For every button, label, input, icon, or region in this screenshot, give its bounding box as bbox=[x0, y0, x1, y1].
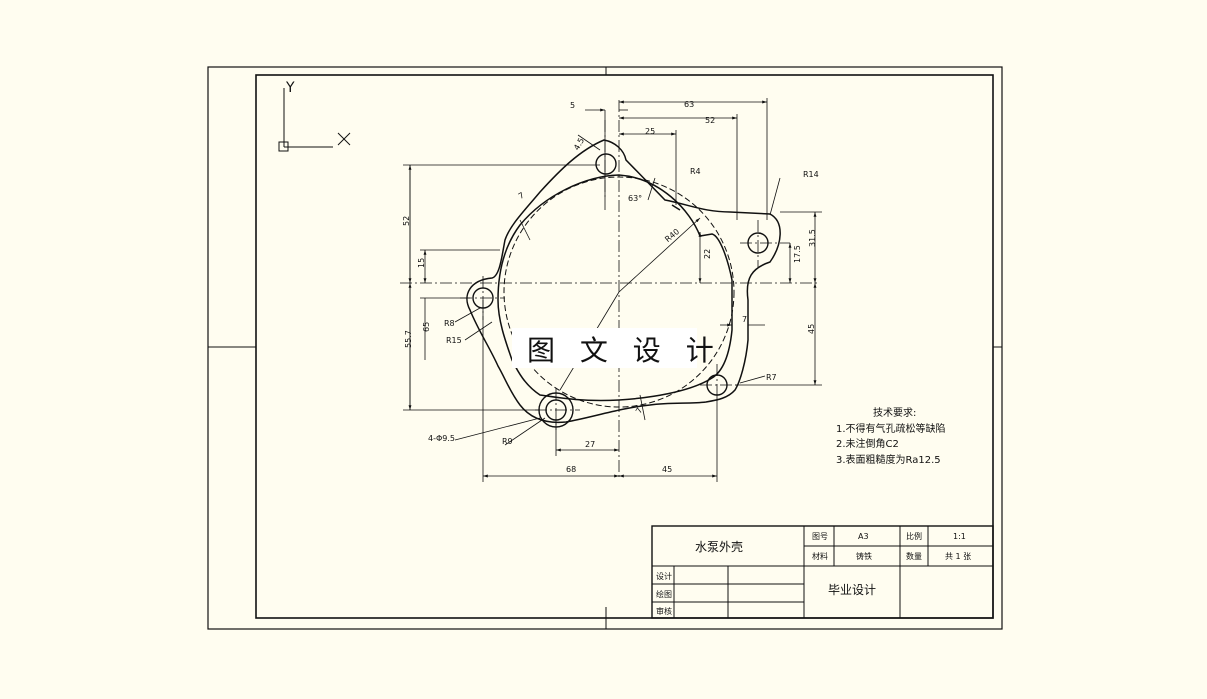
check-label: 审核 bbox=[656, 606, 672, 616]
scale-value: 1:1 bbox=[953, 532, 966, 541]
project-name: 毕业设计 bbox=[828, 583, 876, 597]
dim-52-top: 52 bbox=[705, 116, 715, 125]
center-lines bbox=[400, 100, 820, 480]
dim-r40: R40 bbox=[663, 227, 681, 244]
dim-4-5: 4.5 bbox=[572, 136, 586, 152]
dim-52-left: 52 bbox=[402, 216, 411, 226]
dim-27: 27 bbox=[585, 440, 595, 449]
dim-r4: R4 bbox=[690, 167, 701, 176]
dim-7-wall-top: 7 bbox=[517, 191, 526, 201]
dim-22: 22 bbox=[703, 249, 712, 259]
dim-45-right: 45 bbox=[807, 324, 816, 334]
requirement-3: 3.表面粗糙度为Ra12.5 bbox=[836, 453, 941, 466]
draw-label: 绘图 bbox=[656, 589, 672, 599]
quantity-value: 共 1 张 bbox=[945, 552, 971, 561]
watermark: 图 文 设 计 bbox=[527, 334, 722, 367]
material-label: 材料 bbox=[812, 551, 828, 561]
drawing-no-value: A3 bbox=[858, 532, 869, 541]
quantity-label: 数量 bbox=[906, 551, 922, 561]
dim-68: 68 bbox=[566, 465, 576, 474]
dim-r14: R14 bbox=[803, 170, 819, 179]
drawing-no-label: 图号 bbox=[812, 532, 828, 541]
dim-5: 5 bbox=[570, 101, 575, 110]
sheet-border bbox=[207, 66, 1003, 630]
part-name: 水泵外壳 bbox=[695, 540, 743, 554]
dim-63: 63 bbox=[684, 100, 694, 109]
ucs-icon bbox=[278, 88, 351, 152]
dim-r9: R9 bbox=[502, 437, 513, 446]
requirements-title: 技术要求: bbox=[873, 406, 916, 419]
dim-r15: R15 bbox=[446, 336, 462, 345]
dim-65: 65 bbox=[422, 322, 431, 332]
dim-r7: R7 bbox=[766, 373, 777, 382]
dim-25: 25 bbox=[645, 127, 655, 136]
scale-label: 比例 bbox=[906, 531, 922, 541]
dim-45-bottom: 45 bbox=[662, 465, 672, 474]
dimension-lines bbox=[403, 98, 822, 482]
dim-55-7: 55.7 bbox=[404, 330, 413, 348]
y-axis-label: Y bbox=[285, 80, 295, 96]
dim-31-5: 31.5 bbox=[808, 229, 817, 247]
design-label: 设计 bbox=[656, 571, 672, 581]
dim-7-wall-bottom: 7 bbox=[634, 406, 644, 415]
requirement-2: 2.未注倒角C2 bbox=[836, 437, 899, 450]
dim-63-deg: 63° bbox=[628, 194, 642, 203]
dim-7-mid: 7 bbox=[742, 315, 747, 324]
watermark-background bbox=[512, 328, 697, 368]
material-value: 铸铁 bbox=[856, 551, 872, 561]
dim-17-5: 17.5 bbox=[793, 245, 802, 263]
requirement-1: 1.不得有气孔疏松等缺陷 bbox=[836, 422, 946, 435]
title-block-grid bbox=[651, 525, 994, 619]
dim-r8: R8 bbox=[444, 319, 455, 328]
dim-holes: 4-Φ9.5 bbox=[428, 434, 455, 443]
part-outline bbox=[466, 139, 781, 424]
dim-15: 15 bbox=[417, 258, 426, 268]
